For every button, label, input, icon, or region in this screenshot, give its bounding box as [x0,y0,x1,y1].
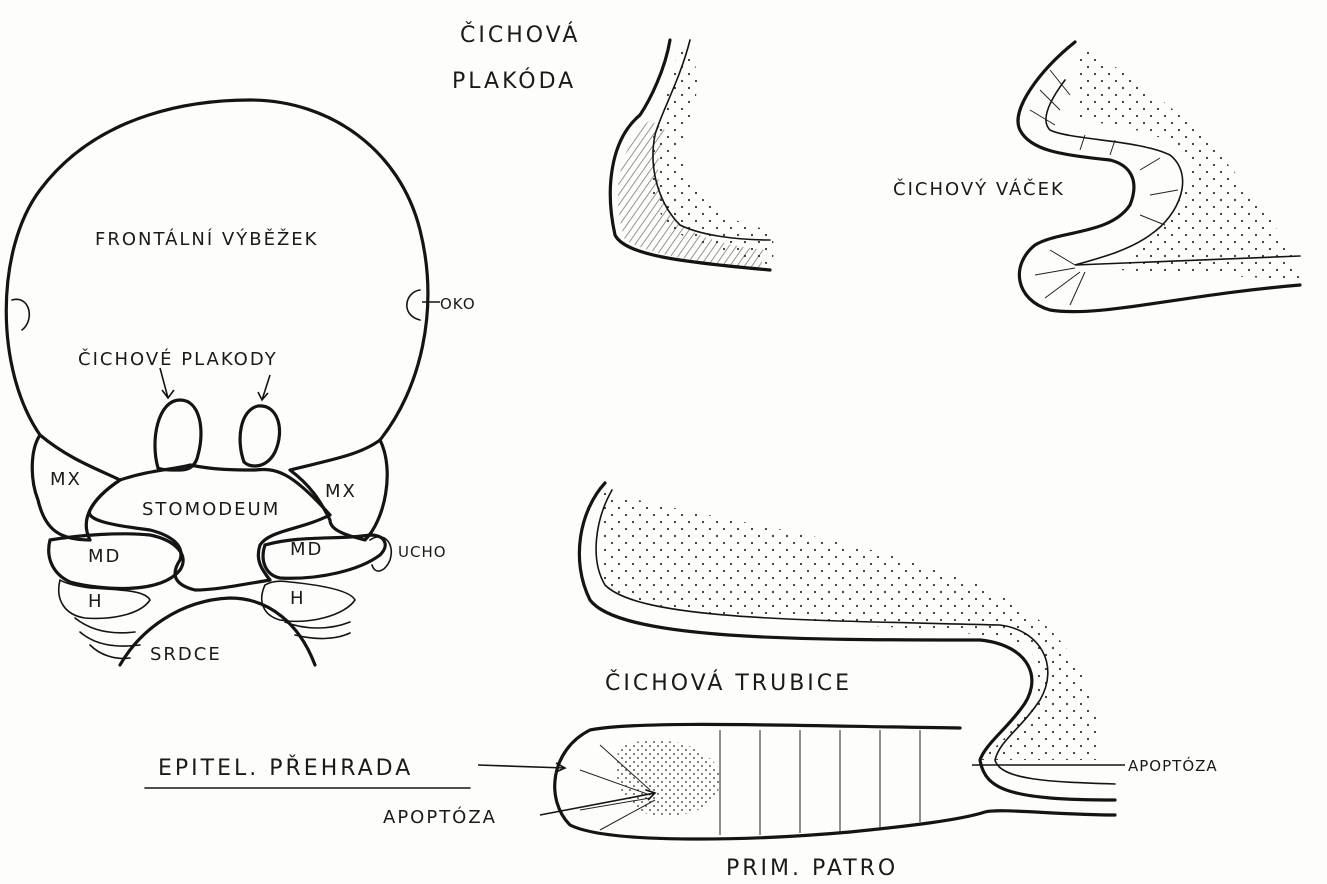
label-frontal: FRONTÁLNÍ VÝBĚŽEK [95,228,318,250]
label-trubice: ČICHOVÁ TRUBICE [605,670,852,696]
plakoda-right [240,406,279,466]
label-md-left: MD [88,546,121,567]
h-right [262,581,355,621]
label-plakoda-2: PLAKÓDA [452,68,576,94]
septum-stipple [616,740,720,815]
label-apoptoza-left: APOPTÓZA [383,806,497,828]
md-right [263,535,385,578]
left-eye [12,299,29,330]
h-left [59,580,150,618]
stomodeum-outline [89,465,330,590]
label-mx-left: MX [50,469,82,490]
trubice-section [478,483,1125,839]
vacek-stipple [1075,45,1300,280]
label-stomodeum: STOMODEUM [142,499,280,520]
vacek-section [1018,42,1300,312]
plakoda-left [155,400,201,470]
label-apoptoza-right: APOPTÓZA [1128,756,1218,775]
label-patro: PRIM. PATRO [726,856,898,881]
arch-lines-left [75,618,140,658]
label-srdce: SRDCE [150,644,222,665]
label-vacek: ČICHOVÝ VÁČEK [893,178,1065,200]
plakoda-section [610,40,773,270]
label-oko: OKO [440,295,476,313]
arrow-plakoda-left [160,368,174,398]
label-mx-right: MX [325,481,357,502]
label-prehrada: EPITEL. PŘEHRADA [158,755,413,781]
label-plakoda-1: ČICHOVÁ [460,22,580,48]
label-plakody: ČICHOVÉ PLAKODY [78,348,278,370]
prehrada-pointer [478,763,565,772]
arrow-plakoda-right [258,375,270,400]
label-ucho: UCHO [398,543,447,561]
embryo-face [6,100,440,665]
right-eye [407,290,420,320]
label-h-right: H [290,588,306,609]
label-h-left: H [88,591,104,612]
label-md-right: MD [290,539,323,560]
head-outline [6,100,428,440]
